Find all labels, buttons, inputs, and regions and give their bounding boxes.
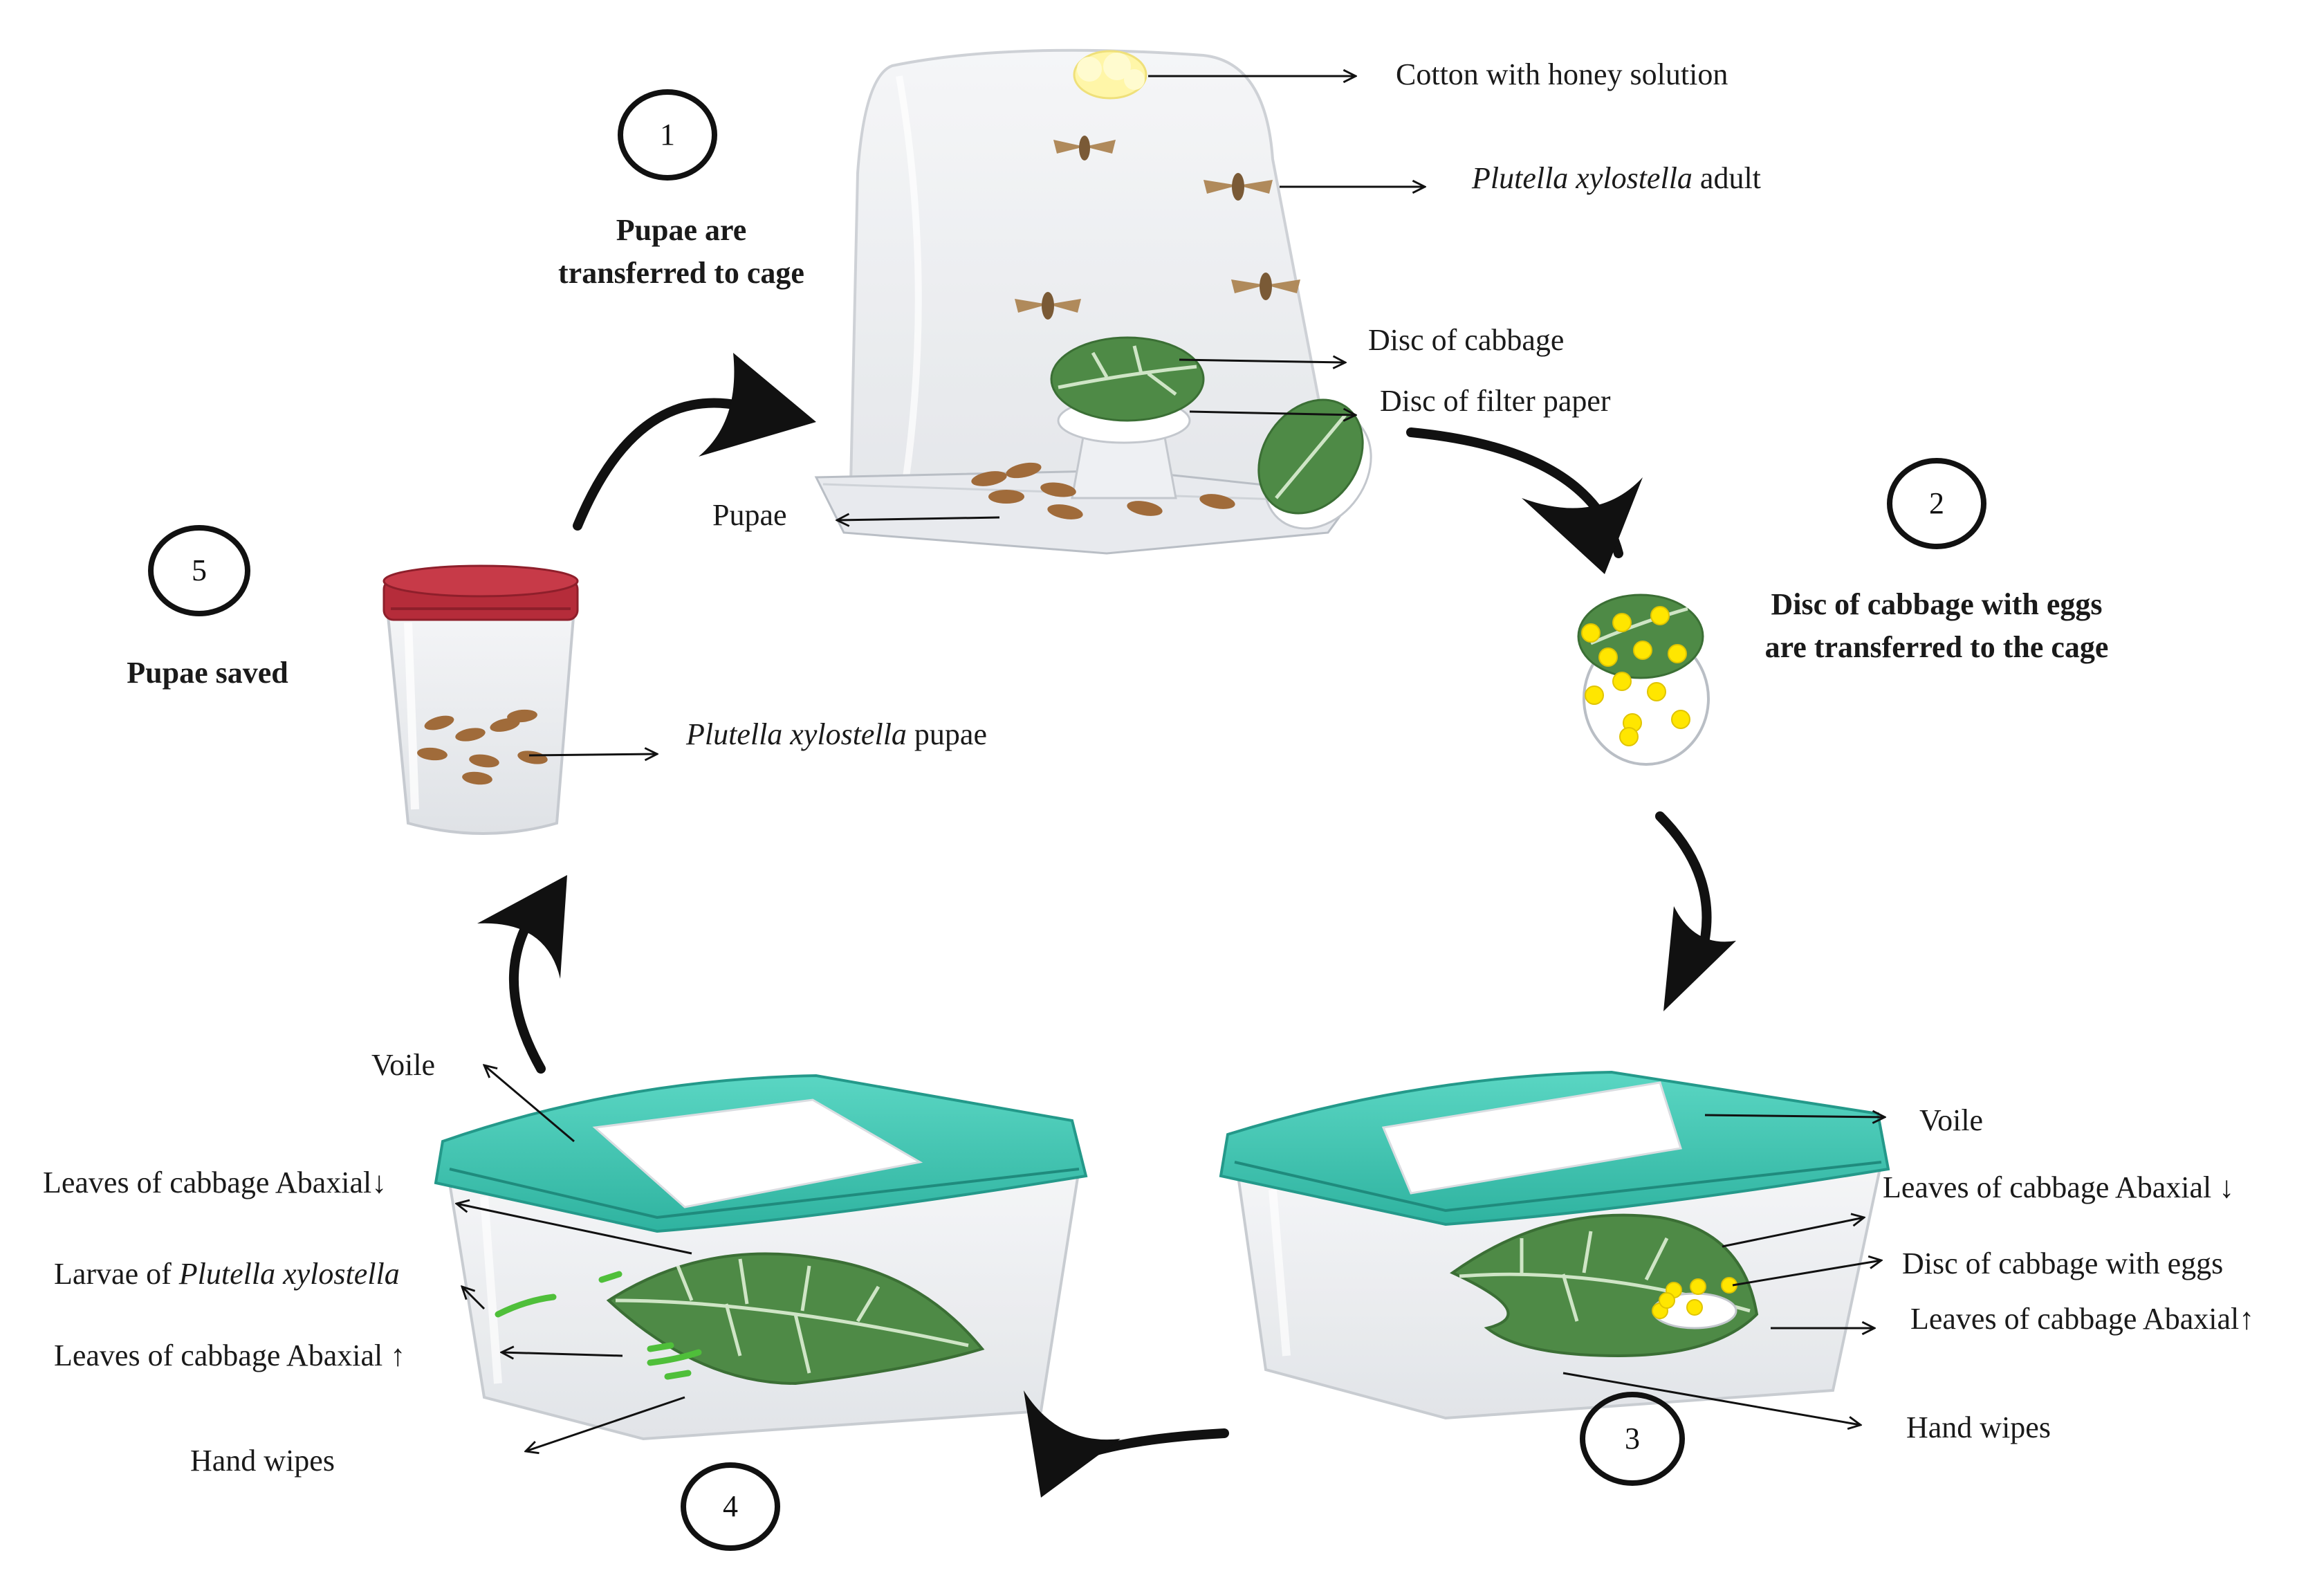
egg-disc-icon xyxy=(1652,1277,1737,1330)
leader-lines xyxy=(456,76,1885,1451)
cycle-arrow-1-to-2 xyxy=(1406,427,1643,574)
step-3-number: 3 xyxy=(1625,1422,1640,1455)
box4-voile-label: Voile xyxy=(371,1048,436,1082)
cycle-arrow-3-to-4 xyxy=(1024,1390,1229,1498)
cabbage-disc-icon xyxy=(1257,398,1372,530)
voile-patch xyxy=(1381,1081,1682,1195)
moth-icon xyxy=(1015,292,1081,320)
step-2-caption: Disc of cabbage with eggs are transferre… xyxy=(1764,587,2109,664)
step-2-number: 2 xyxy=(1929,486,1944,520)
pupae-jar-icon xyxy=(382,564,579,835)
step-5-caption: Pupae saved xyxy=(127,656,288,690)
cycle-arrow-5-to-1 xyxy=(573,353,816,531)
box3-leaves-top-label: Leaves of cabbage Abaxial ↓ xyxy=(1883,1170,2235,1204)
adult-label: Plutella xylostella adult xyxy=(1472,161,1761,195)
step-circles xyxy=(148,89,1986,1551)
moth-icon xyxy=(1204,173,1273,201)
step-5-circle xyxy=(148,525,250,616)
pupae-in-cage xyxy=(971,462,1235,519)
box3-disc-eggs-label: Disc of cabbage with eggs xyxy=(1902,1247,2224,1280)
larvae-icon xyxy=(495,1271,702,1380)
box3-hand-wipes-label: Hand wipes xyxy=(1906,1410,2051,1444)
cage xyxy=(814,48,1358,555)
disc-cabbage-label: Disc of cabbage xyxy=(1368,323,1565,357)
box3-voile-label: Voile xyxy=(1919,1103,1984,1137)
box4-leaves-bottom-label: Leaves of cabbage Abaxial ↑ xyxy=(54,1339,406,1372)
step-1-circle xyxy=(618,89,717,181)
cycle-arrow-4-to-5 xyxy=(477,875,567,1074)
step-1-number: 1 xyxy=(660,118,675,151)
box4-leaves-top-label: Leaves of cabbage Abaxial↓ xyxy=(43,1166,387,1199)
cage-pupae-label: Pupae xyxy=(712,498,787,532)
moth-icon xyxy=(1053,136,1116,160)
rearing-box-4 xyxy=(434,1074,1088,1441)
cycle-arrows xyxy=(477,353,1736,1498)
jar-pupae-label: Plutella xylostella pupae xyxy=(686,717,987,751)
disc-filter-label: Disc of filter paper xyxy=(1380,384,1611,418)
step-5-number: 5 xyxy=(192,553,207,587)
rearing-box-3 xyxy=(1219,1070,1890,1420)
cabbage-disc-icon xyxy=(1050,336,1205,422)
box4-hand-wipes-label: Hand wipes xyxy=(190,1444,335,1478)
cotton-ball-icon xyxy=(1073,50,1147,100)
box4-larvae-label: Larvae of Plutella xylostella xyxy=(54,1257,400,1291)
step-3-circle xyxy=(1580,1392,1685,1486)
box3-leaves-bottom-label: Leaves of cabbage Abaxial↑ xyxy=(1910,1302,2255,1336)
step-1-caption: Pupae are transferred to cage xyxy=(558,213,804,290)
step-2-circle xyxy=(1887,458,1986,549)
voile-patch xyxy=(592,1098,923,1208)
cotton-label: Cotton with honey solution xyxy=(1396,57,1728,91)
step-4-circle xyxy=(681,1462,780,1551)
moth-icon xyxy=(1231,273,1300,300)
egg-disc-icon xyxy=(1577,594,1710,766)
cycle-arrow-2-to-3 xyxy=(1655,811,1736,1011)
step-4-number: 4 xyxy=(723,1489,738,1523)
